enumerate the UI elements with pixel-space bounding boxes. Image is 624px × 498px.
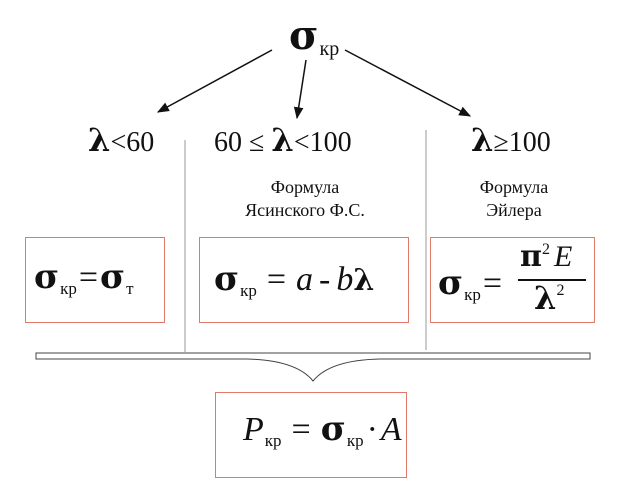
caption-middle: Формула Ясинского Ф.С. [220, 176, 390, 222]
p-subscript: кр [264, 431, 282, 450]
variable-e: E [553, 240, 573, 273]
formula-box-middle [199, 237, 409, 323]
caption-right-line2: Эйлера [486, 200, 542, 220]
pi-symbol: π [520, 239, 542, 274]
caption-middle-line1: Формула [270, 177, 340, 197]
sigma-symbol: σ [34, 257, 60, 297]
formula-left: σкр=σт [34, 260, 134, 297]
equals-sign: = [482, 265, 503, 302]
formula-bottom: Pкр=σкр·A [243, 412, 402, 449]
range-left-text: <60 [110, 127, 155, 158]
arrow-middle [293, 59, 307, 120]
sigma-subscript-t: т [126, 279, 134, 298]
top-sigma-label: σкр [289, 16, 340, 60]
lambda-symbol: λ [88, 121, 111, 159]
formula-box-bottom [215, 392, 407, 478]
equals-sign: = [291, 411, 311, 448]
range-middle-prefix: 60 ≤ [214, 127, 272, 158]
sigma-subscript: кр [240, 281, 257, 300]
formula-box-right [430, 237, 595, 323]
range-left: λ<60 [88, 124, 154, 157]
caption-middle-line2: Ясинского Ф.С. [245, 200, 365, 220]
range-middle-text: <100 [293, 127, 352, 158]
lambda-symbol: λ [534, 279, 557, 317]
sigma-symbol: σ [214, 259, 240, 299]
lambda-exponent: 2 [556, 282, 565, 299]
sigma-symbol: σ [289, 12, 319, 59]
sigma-symbol: σ [320, 409, 346, 449]
formula-box-left [25, 237, 165, 323]
equals-sign: = [266, 261, 287, 298]
range-middle: 60 ≤ λ<100 [214, 124, 352, 157]
lambda-symbol: λ [271, 121, 294, 159]
fraction-denominator: λ2 [534, 282, 564, 314]
arrow-right [344, 49, 472, 117]
equals-sign: = [78, 259, 99, 296]
variable-area: A [380, 411, 402, 448]
fraction-bar [518, 279, 586, 281]
variable-p: P [243, 411, 264, 448]
sigma-subscript: кр [60, 279, 77, 298]
sigma-subscript: кр [464, 285, 481, 304]
sigma-symbol: σ [438, 263, 464, 303]
minus-sign: - [319, 261, 331, 298]
sigma-subscript: кр [319, 38, 340, 60]
sigma-symbol: σ [100, 257, 126, 297]
variable-a: a [296, 261, 314, 298]
formula-middle: σкр =a-bλ [214, 262, 374, 299]
caption-right-line1: Формула [479, 177, 549, 197]
arrow-left [156, 49, 273, 113]
lambda-symbol: λ [353, 263, 375, 298]
multiply-dot: · [366, 411, 378, 448]
sigma-subscript: кр [346, 431, 364, 450]
brace [35, 352, 591, 382]
formula-right-left: σкр= [438, 266, 502, 303]
range-right-text: ≥100 [493, 127, 551, 158]
range-right: λ≥100 [471, 124, 551, 157]
variable-b: b [336, 261, 354, 298]
pi-exponent: 2 [541, 241, 550, 258]
lambda-symbol: λ [471, 121, 494, 159]
caption-right: Формула Эйлера [450, 176, 578, 222]
